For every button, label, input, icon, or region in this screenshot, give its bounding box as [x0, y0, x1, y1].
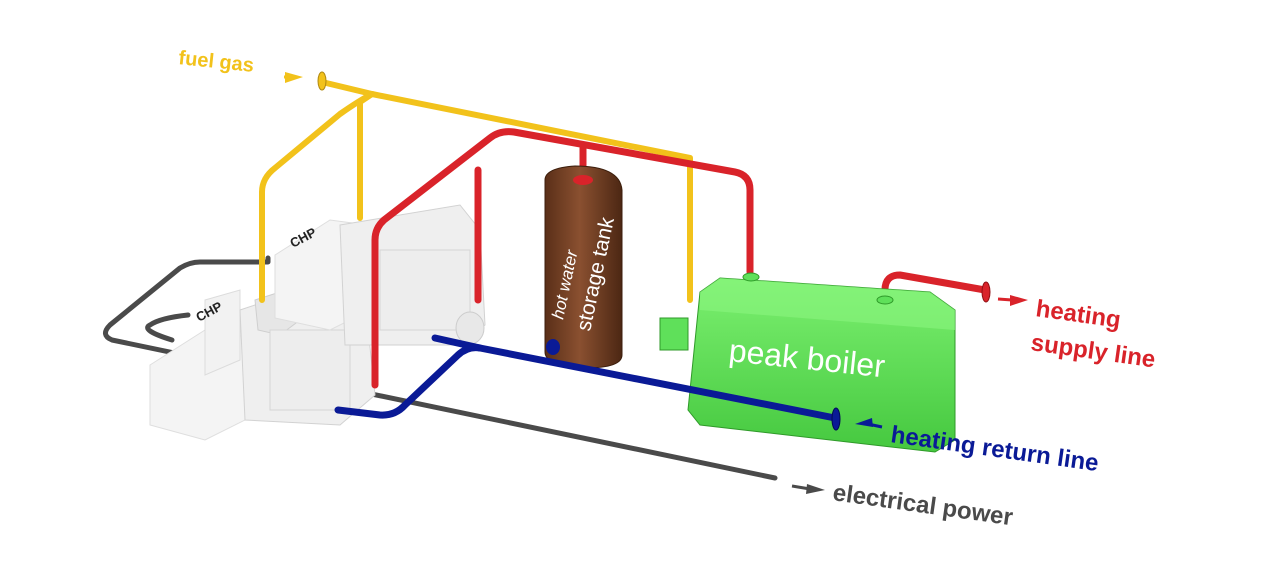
- electrical-power-line: [103, 255, 778, 481]
- electrical-power-label: electrical power: [831, 479, 1014, 531]
- heating-supply-label-2: supply line: [1029, 329, 1157, 373]
- fuel-gas-label: fuel gas: [177, 47, 254, 77]
- heating-supply-outlet-flange: [981, 281, 991, 303]
- heating-supply-label-1: heating: [1034, 295, 1122, 334]
- heating-return-line: [334, 334, 839, 422]
- fuel-gas-inlet-flange: [317, 71, 327, 91]
- electrical-power-arrow: [806, 484, 825, 494]
- fuel-gas-line: [259, 79, 693, 303]
- heating-return-inlet-flange: [831, 407, 841, 431]
- return-tank-connector: [546, 339, 560, 355]
- heating-supply-arrow: [1010, 295, 1028, 306]
- chp-unit-1: [149, 279, 376, 441]
- heating-return-label: heating return line: [889, 421, 1100, 477]
- hot-water-storage-tank: [544, 165, 623, 369]
- peak-boiler: [659, 272, 956, 453]
